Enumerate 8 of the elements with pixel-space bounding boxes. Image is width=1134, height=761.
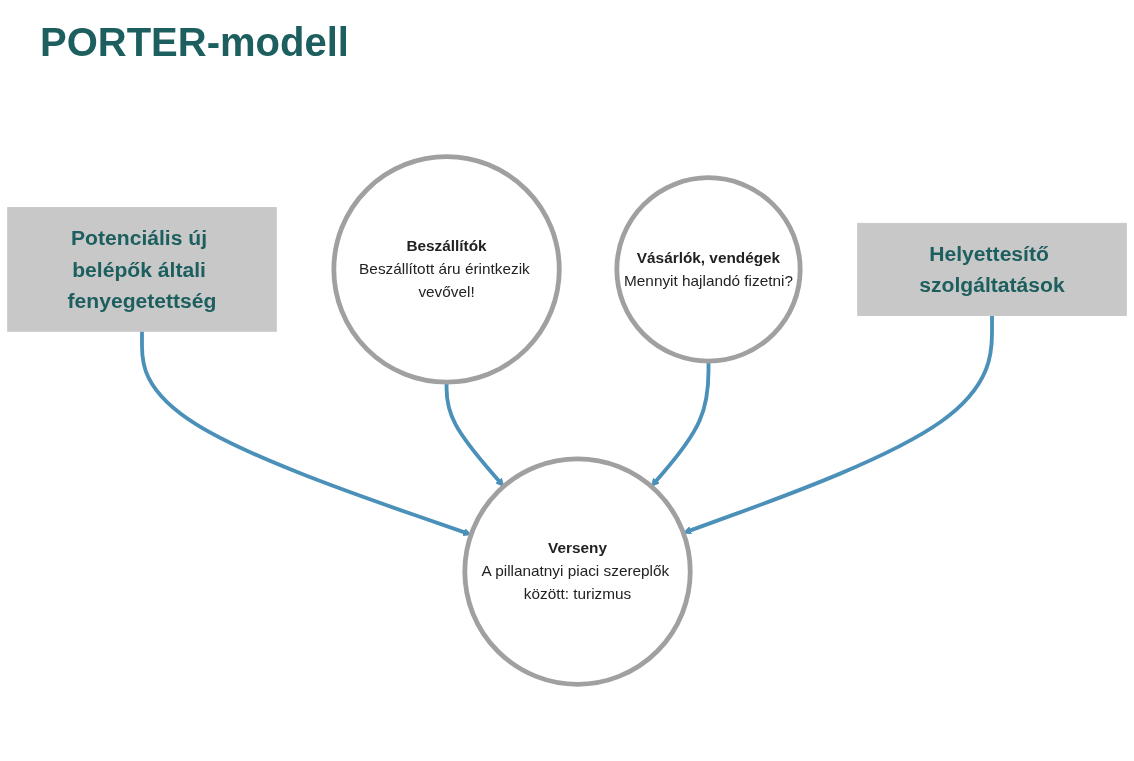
node-circle: Beszállítók Beszállított áru érintkezik vevővel! (331, 153, 562, 384)
arrow (140, 330, 472, 536)
node-circle: Vásárlók, vendégek Mennyit hajlandó fizetni? (614, 174, 803, 363)
diagram-title: PORTER-modell (40, 20, 349, 65)
node-box: Helyettesítő szolgáltatások (857, 222, 1127, 316)
arrow (683, 314, 994, 534)
node-circle: Verseny A pillanatnyi piaci szereplők között: turizmus (462, 455, 693, 687)
node-box: Potenciális új belépők általi fenyegetettség (7, 206, 277, 332)
